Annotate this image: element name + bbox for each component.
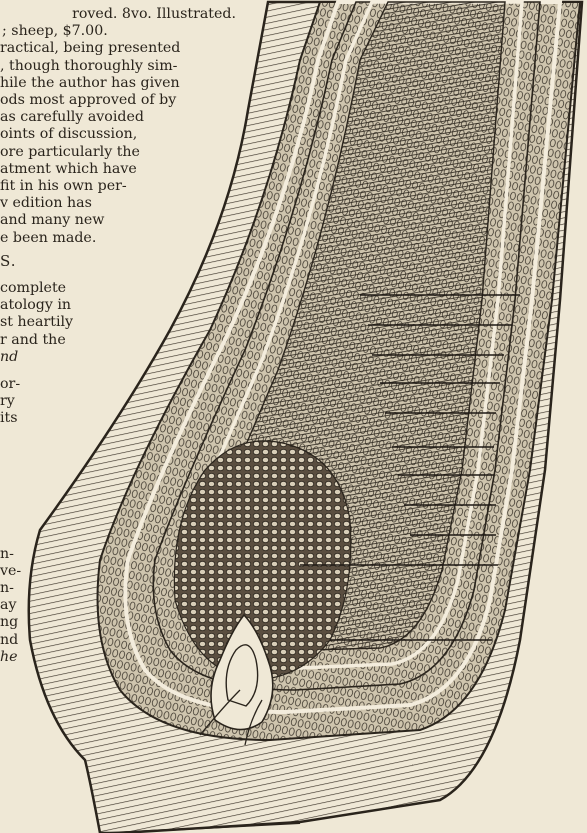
hair-follicle-engraving-icon: [0, 0, 587, 833]
book-page: roved. 8vo. Illustrated. ; sheep, $7.00.…: [0, 0, 587, 833]
